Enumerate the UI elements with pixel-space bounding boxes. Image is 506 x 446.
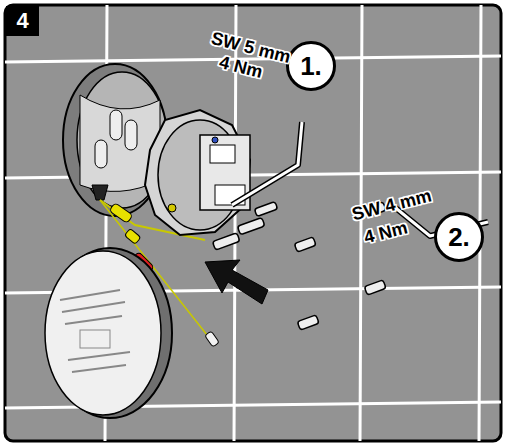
step-number: 4	[16, 8, 28, 34]
callout-circle: 2.	[434, 212, 484, 262]
push-arrow	[205, 260, 268, 304]
callout-number: 1.	[300, 51, 322, 82]
cover-cap	[45, 248, 172, 418]
tile-wall	[5, 5, 501, 441]
tile-grout	[5, 5, 501, 441]
callout-circle: 1.	[286, 41, 336, 91]
valve-body	[145, 110, 250, 235]
callout-number: 2.	[448, 222, 470, 253]
allen-key	[232, 122, 302, 205]
valve-screws	[212, 201, 277, 250]
step-number-box: 4	[6, 6, 39, 36]
